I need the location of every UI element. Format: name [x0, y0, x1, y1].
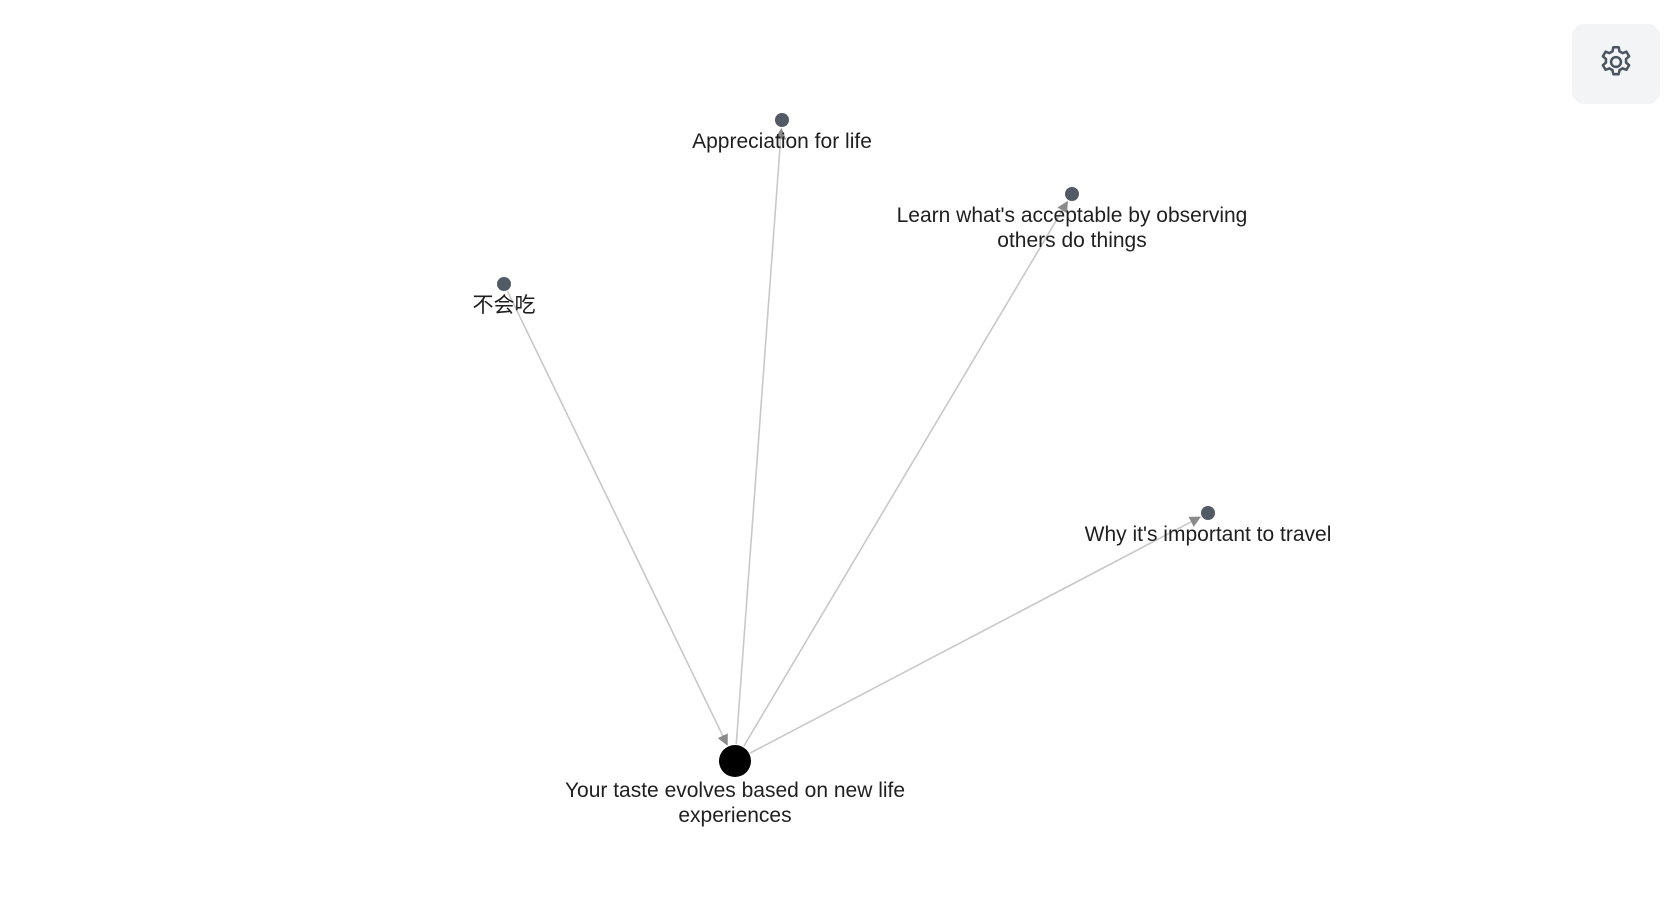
- edge-root-to-n4: [749, 516, 1202, 754]
- edge-n3-to-root: [506, 290, 728, 746]
- settings-button[interactable]: [1572, 24, 1660, 104]
- graph-node[interactable]: [1201, 506, 1215, 520]
- edge-root-to-n1: [735, 127, 787, 745]
- graph-node[interactable]: [497, 277, 511, 291]
- graph-node-label: 不会吃: [473, 294, 536, 317]
- label-line: Your taste evolves based on new life: [565, 779, 905, 802]
- label-line: others do things: [997, 229, 1146, 252]
- label-line: experiences: [678, 804, 791, 827]
- label-line: 不会吃: [473, 294, 536, 317]
- gear-icon: [1597, 43, 1635, 86]
- label-line: Learn what's acceptable by observing: [897, 204, 1248, 227]
- edges-layer: [506, 127, 1202, 754]
- label-line: Appreciation for life: [692, 130, 872, 153]
- graph-node[interactable]: [1065, 187, 1079, 201]
- nodes-layer: [497, 113, 1215, 777]
- graph-node-label: Why it's important to travel: [1085, 523, 1332, 546]
- edge-root-to-n2: [742, 200, 1069, 747]
- graph-node[interactable]: [775, 113, 789, 127]
- root-node[interactable]: [719, 745, 751, 777]
- graph-node-label: Appreciation for life: [692, 130, 872, 153]
- label-line: Why it's important to travel: [1085, 523, 1332, 546]
